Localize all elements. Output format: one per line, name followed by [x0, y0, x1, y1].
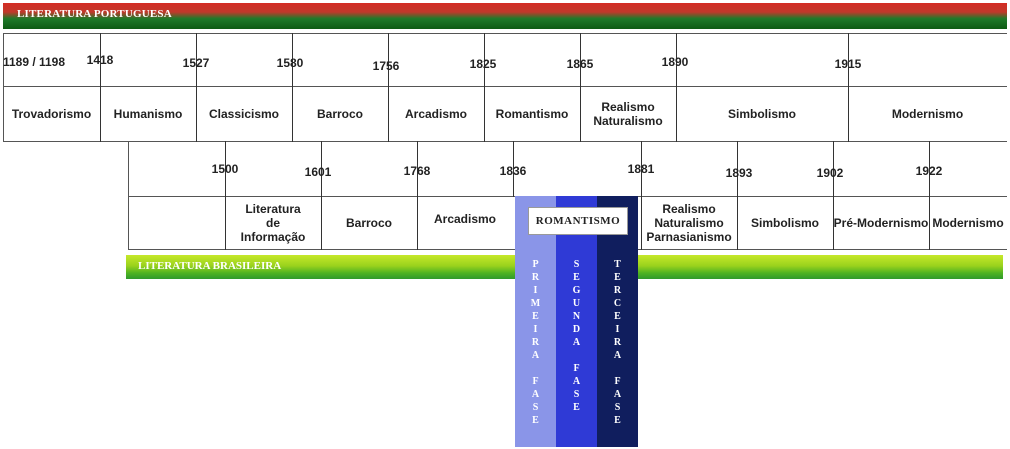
pt-tick	[388, 33, 389, 142]
br-period-label: Pré-Modernismo	[833, 216, 929, 230]
br-period-label: Modernismo	[932, 216, 1004, 230]
br-tick	[737, 141, 738, 250]
pt-period-label: Modernismo	[891, 107, 964, 121]
br-year-label: 1881	[627, 162, 655, 176]
br-year-label: 1893	[725, 166, 753, 180]
pt-year-label: 1580	[276, 56, 304, 70]
pt-bottom-line	[3, 141, 1007, 142]
br-tick	[929, 141, 930, 250]
br-tick	[513, 141, 514, 197]
pt-year-label: 1865	[566, 57, 594, 71]
br-tick	[641, 141, 642, 250]
pt-period-label: Romantismo	[495, 107, 569, 121]
pt-tick	[484, 33, 485, 142]
romantismo-label: ROMANTISMO	[528, 207, 628, 235]
br-year-label: 1500	[211, 162, 239, 176]
pt-tick	[848, 33, 849, 142]
br-period-label: Arcadismo	[433, 212, 497, 226]
pt-period-label: Humanismo	[113, 107, 183, 121]
pt-period-label: Arcadismo	[404, 107, 468, 121]
pt-period-label: Barroco	[316, 107, 363, 121]
br-year-label: 1836	[499, 164, 527, 178]
pt-year-label: 1527	[182, 56, 210, 70]
pt-tick	[196, 33, 197, 142]
pt-left-border	[3, 33, 4, 142]
pt-top-line	[3, 33, 1007, 34]
pt-tick	[292, 33, 293, 142]
brazilian-literature-label: LITERATURA BRASILEIRA	[138, 260, 282, 272]
pt-year-label: 1756	[372, 59, 400, 73]
br-year-label: 1768	[403, 164, 431, 178]
pt-year-label: 1418	[86, 53, 114, 67]
pt-year-label: 1890	[661, 55, 689, 69]
br-tick	[225, 141, 226, 250]
br-left-border	[128, 141, 129, 250]
pt-year-label: 1825	[469, 57, 497, 71]
br-period-label: Simbolismo	[750, 216, 819, 230]
pt-tick	[100, 33, 101, 142]
br-year-label: 1922	[915, 164, 943, 178]
pt-year-label: 1189 / 1198	[2, 55, 66, 69]
br-year-label: 1902	[816, 166, 844, 180]
pt-year-label: 1915	[834, 57, 862, 71]
pt-period-label: Trovadorismo	[11, 107, 92, 121]
br-period-label: Barroco	[345, 216, 392, 230]
br-year-label: 1601	[304, 165, 332, 179]
pt-tick	[580, 33, 581, 142]
br-tick	[417, 141, 418, 250]
br-tick	[833, 141, 834, 250]
pt-period-label: Classicismo	[208, 107, 280, 121]
portuguese-literature-label: LITERATURA PORTUGUESA	[17, 8, 172, 20]
pt-mid-line	[3, 86, 1007, 87]
pt-tick	[676, 33, 677, 142]
pt-period-label: Simbolismo	[727, 107, 796, 121]
br-tick	[321, 141, 322, 250]
portuguese-literature-band: LITERATURA PORTUGUESA	[3, 3, 1007, 29]
